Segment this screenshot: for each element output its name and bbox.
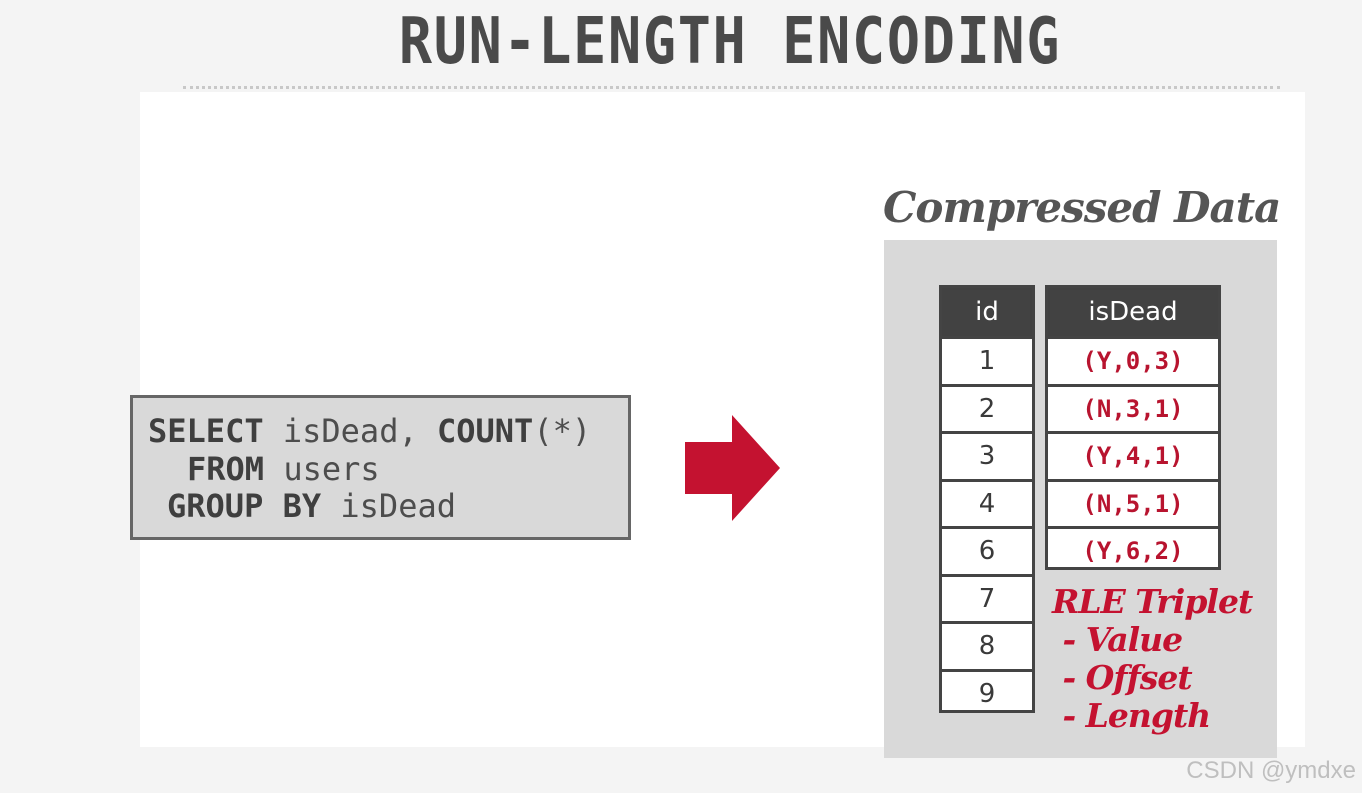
compressed-data-title: Compressed Data (883, 183, 1281, 232)
sql-table-name: users (264, 450, 380, 488)
slide-title: RUN-LENGTH ENCODING (398, 5, 1062, 79)
sql-keyword-select: SELECT (148, 412, 264, 450)
isdead-column: isDead (Y,0,3) (N,3,1) (Y,4,1) (N,5,1) (… (1045, 285, 1221, 570)
sql-line-from: FROM users (187, 450, 380, 488)
id-column-header: id (942, 288, 1032, 336)
sql-select-columns: isDead, (263, 412, 437, 450)
sql-line-group-by: GROUP BY isDead (167, 487, 456, 525)
id-cell: 4 (942, 478, 1032, 527)
sql-keyword-count: COUNT (436, 412, 534, 450)
id-cell: 9 (942, 668, 1032, 717)
isdead-column-header: isDead (1048, 288, 1218, 336)
rle-triplet-cell: (N,5,1) (1048, 478, 1218, 527)
right-arrow-icon (685, 415, 780, 521)
id-cell: 8 (942, 621, 1032, 669)
rle-triplet-cell: (Y,0,3) (1048, 336, 1218, 384)
id-cell: 2 (942, 383, 1032, 432)
sql-count-arg: (*) (533, 412, 592, 450)
id-column: id 1 2 3 4 6 7 8 9 (939, 285, 1035, 713)
id-cell: 3 (942, 431, 1032, 479)
sql-group-column: isDead (321, 487, 456, 525)
id-cell: 7 (942, 573, 1032, 622)
legend-item-length: - Length (1052, 696, 1211, 735)
sql-keyword-from: FROM (187, 450, 265, 488)
id-cell: 6 (942, 526, 1032, 574)
sql-keyword-group-by: GROUP BY (167, 487, 322, 525)
legend-title: RLE Triplet (1052, 582, 1253, 621)
watermark: CSDN @ymdxe (1186, 757, 1356, 784)
rle-triplet-cell: (Y,4,1) (1048, 431, 1218, 479)
legend-item-offset: - Offset (1052, 658, 1192, 697)
rle-legend: RLE Triplet - Value - Offset - Length (1052, 582, 1253, 735)
rle-triplet-cell: (N,3,1) (1048, 383, 1218, 432)
title-divider (183, 86, 1280, 89)
sql-line-select: SELECT isDead, COUNT(*) (148, 412, 591, 450)
legend-item-value: - Value (1052, 620, 1183, 659)
rle-triplet-cell: (Y,6,2) (1048, 526, 1218, 574)
id-cell: 1 (942, 336, 1032, 384)
sql-query-box: SELECT isDead, COUNT(*) FROM users GROUP… (130, 395, 631, 540)
